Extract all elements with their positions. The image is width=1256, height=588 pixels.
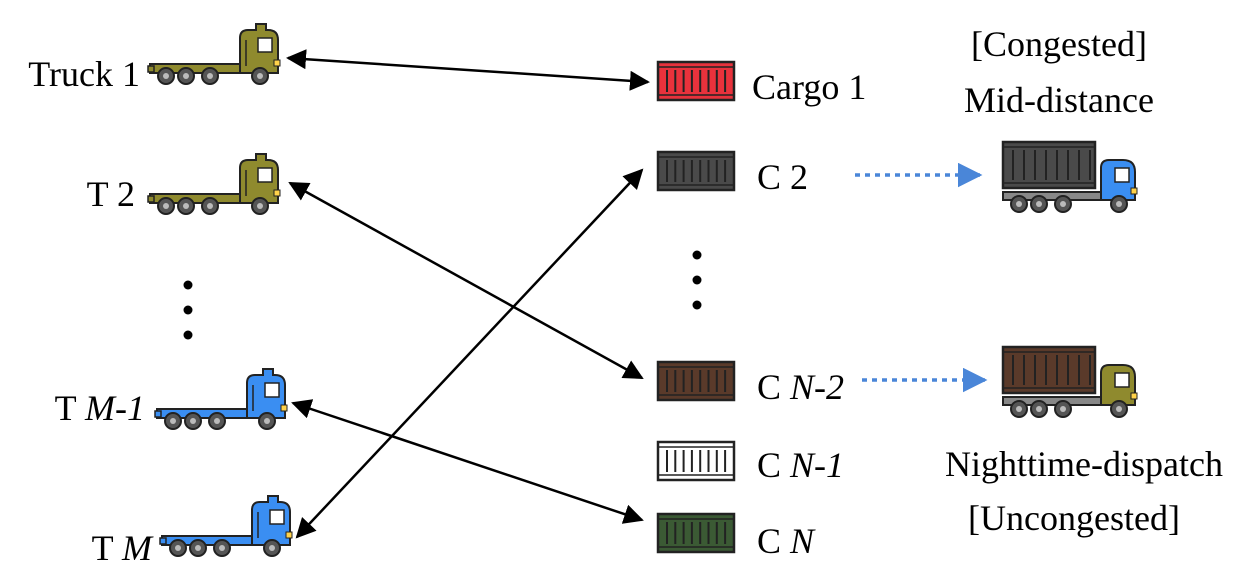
matching-arrows: [286, 49, 650, 539]
truck-icon: [154, 368, 288, 430]
cargo-container-icon: [656, 360, 736, 402]
cargo-label-2: C 2: [757, 157, 808, 197]
truck-icon: [159, 495, 293, 557]
annotation-nighttime: Nighttime-dispatch: [945, 444, 1223, 484]
cargo-container-icon: [656, 60, 736, 102]
truck-label-2: T 2: [87, 174, 135, 214]
cargo-label-n-2: C N-2: [757, 367, 844, 407]
truck-ellipsis: [183, 280, 193, 340]
annotation-mid-distance: Mid-distance: [964, 80, 1154, 120]
cargo-label-1: Cargo 1: [752, 67, 866, 107]
truck-label-m: T M: [92, 528, 154, 568]
cargo-container-icon: [656, 512, 736, 554]
annotation-uncongested: [Uncongested]: [968, 498, 1180, 538]
matching-arrow: [291, 399, 644, 524]
cargo-ellipsis: [692, 250, 702, 310]
cargo-label-n: C N: [757, 521, 816, 561]
truck-icon: [147, 23, 281, 85]
truck-icon: [147, 153, 281, 215]
truck-label-m-1: T M-1: [55, 388, 145, 428]
matching-arrow: [295, 168, 644, 539]
truck-label-1: Truck 1: [28, 54, 140, 94]
matching-arrow: [288, 181, 644, 380]
cargo-container-icon: [656, 150, 736, 192]
loaded-truck-icon: [1001, 345, 1138, 418]
loaded-truck-icon: [1001, 140, 1138, 213]
matching-arrow: [286, 49, 650, 91]
cargo-container-icon: [656, 440, 736, 482]
cargo-label-n-1: C N-1: [757, 445, 844, 485]
annotation-congested: [Congested]: [971, 24, 1147, 64]
